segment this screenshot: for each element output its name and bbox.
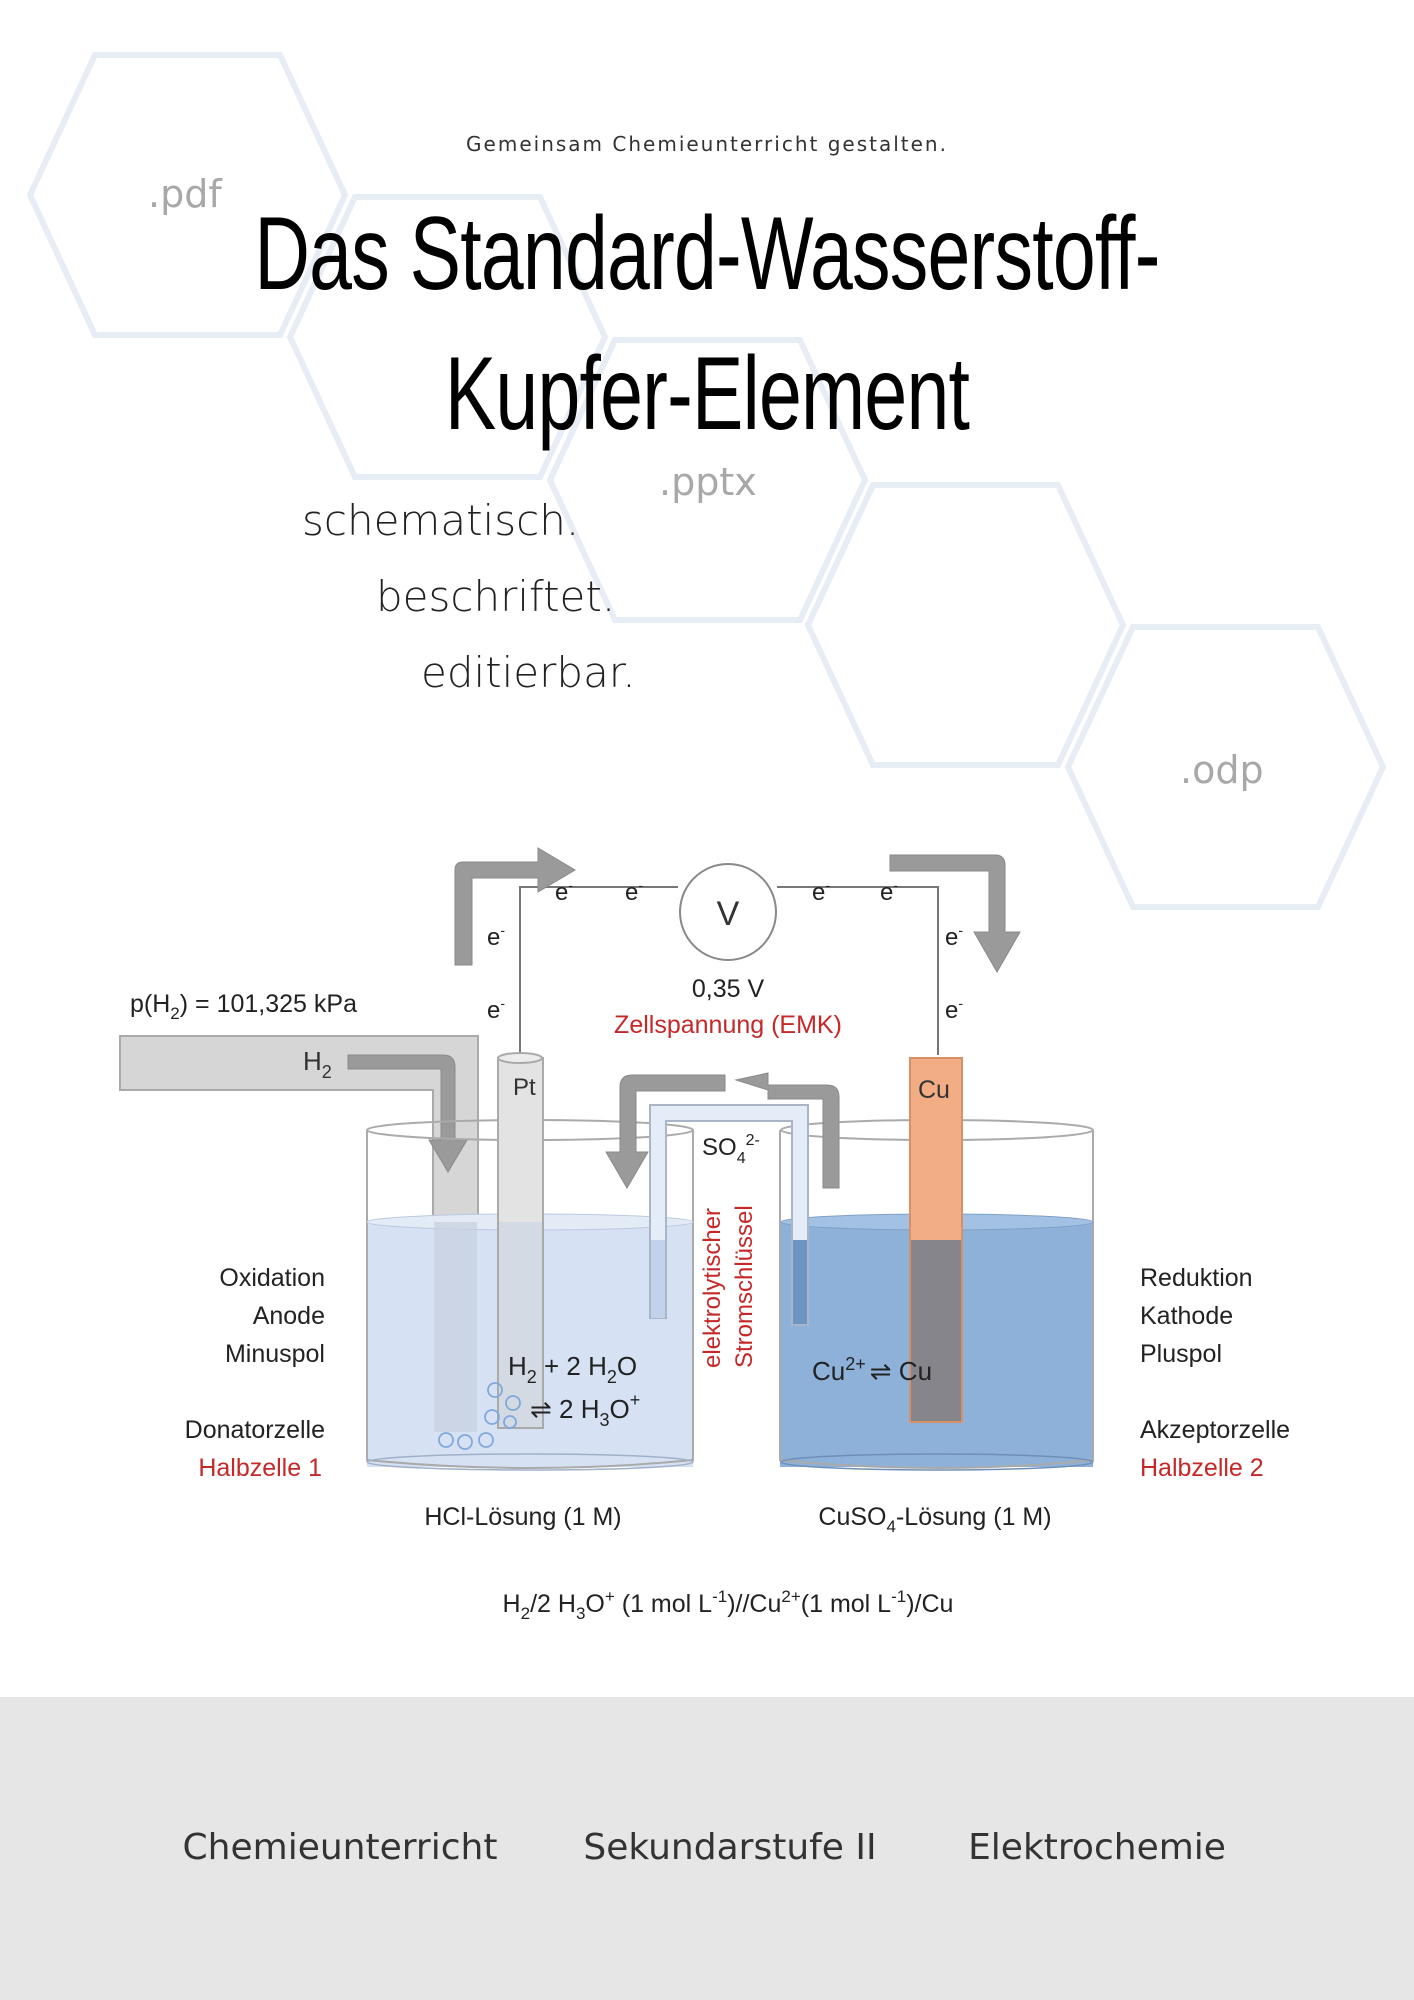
voltmeter-circle: [679, 863, 777, 961]
pipe-submerged: [434, 1222, 477, 1432]
galvanic-cell-diagram: V e- e- e- e- e- e- e- e- 0,35 V Zellspa…: [119, 847, 1290, 1623]
electron-label: e-: [880, 877, 898, 906]
right-cell-name: Halbzelle 2: [1140, 1454, 1264, 1482]
platinum-electrode-submerged: [499, 1222, 542, 1427]
salt-bridge: [649, 1104, 809, 1326]
left-prop-oxidation: Oxidation: [219, 1264, 325, 1292]
electron-label: e-: [945, 995, 963, 1024]
electron-label: e-: [625, 877, 643, 906]
platinum-label: Pt: [513, 1074, 536, 1101]
gas-bubble: [438, 1432, 454, 1448]
feature-editable: editierbar.: [421, 648, 636, 697]
left-cell-type: Donatorzelle: [185, 1416, 325, 1444]
gas-bubble: [457, 1434, 473, 1450]
salt-bridge-right-submerged: [793, 1240, 807, 1324]
right-reaction: Cu2+⇌ Cu: [812, 1354, 932, 1386]
gas-bubble: [484, 1409, 500, 1425]
gas-bubble: [503, 1415, 517, 1429]
electron-flow-arrow-up: [454, 847, 576, 966]
hexagon-shape: [26, 52, 349, 338]
footer-item-chemistry: Chemieunterricht: [182, 1827, 498, 1868]
footer-item-level: Sekundarstufe II: [583, 1827, 877, 1868]
pressure-label: p(H2) = 101,325 kPa: [130, 990, 357, 1023]
right-prop-plus: Pluspol: [1140, 1340, 1222, 1368]
left-beaker-bottom: [366, 1453, 694, 1471]
left-reaction-line1: H2 + 2 H2O: [508, 1351, 637, 1387]
hydrogen-label: H2: [303, 1046, 332, 1082]
format-pdf: .pdf: [148, 172, 222, 216]
page-title-line1: Das Standard-Wasserstoff-: [254, 196, 1160, 312]
electron-label: e-: [555, 877, 573, 906]
footer-bar: Chemieunterricht Sekundarstufe II Elektr…: [0, 1697, 1414, 2000]
sulfate-ion-label: SO42-: [702, 1132, 760, 1167]
electron-label: e-: [487, 922, 505, 951]
left-prop-minus: Minuspol: [225, 1340, 325, 1368]
electron-label: e-: [487, 995, 505, 1024]
right-beaker: [779, 1130, 1094, 1469]
wire-right: [777, 886, 939, 1055]
hexagon-shape: [286, 194, 609, 480]
voltmeter-label: V: [717, 895, 740, 933]
left-half-cell: Pt: [366, 1052, 694, 1471]
left-cell-name: Halbzelle 1: [198, 1454, 322, 1482]
hexagon-shape: [1064, 624, 1387, 910]
hydrogen-flow-arrow: [347, 1054, 468, 1173]
electron-label: e-: [945, 922, 963, 951]
ion-flow-arrow-right-up: [734, 1072, 840, 1189]
right-cell-type: Akzeptorzelle: [1140, 1416, 1290, 1444]
voltage-label: Zellspannung (EMK): [614, 1011, 842, 1039]
left-solution-label: HCl-Lösung (1 M): [424, 1503, 621, 1531]
right-solution-label: CuSO4-Lösung (1 M): [818, 1503, 1051, 1536]
feature-schematic: schematisch.: [302, 496, 580, 545]
format-odp: .odp: [1180, 748, 1264, 792]
salt-bridge-left-submerged: [651, 1240, 665, 1318]
copper-label: Cu: [918, 1076, 950, 1104]
hexagon-shape: [546, 337, 869, 623]
copper-electrode-submerged: [911, 1240, 961, 1421]
left-beaker: [366, 1130, 694, 1469]
hexagon-shape: [804, 482, 1127, 768]
gas-bubble: [478, 1432, 494, 1448]
electron-flow-arrow-down: [889, 854, 1021, 974]
ion-flow-arrow-left-down: [605, 1074, 726, 1189]
platinum-electrode-top: [497, 1052, 543, 1064]
right-half-cell: Cu: [779, 1057, 1094, 1471]
page-title-line2: Kupfer-Element: [444, 336, 970, 452]
cell-notation: H2/2 H3O+ (1 mol L-1)//Cu2+(1 mol L-1)/C…: [503, 1587, 954, 1623]
tagline: Gemeinsam Chemieunterricht gestalten.: [466, 132, 948, 156]
left-prop-anode: Anode: [253, 1302, 325, 1330]
format-pptx: .pptx: [659, 460, 757, 504]
wire-left: [519, 886, 678, 1055]
left-reaction-line2: ⇌ 2 H3O+: [530, 1390, 640, 1430]
feature-labelled: beschriftet.: [376, 572, 616, 621]
right-prop-reduction: Reduktion: [1140, 1264, 1253, 1292]
gas-bubble: [505, 1395, 521, 1411]
voltage-value: 0,35 V: [692, 975, 765, 1003]
electron-label: e-: [812, 877, 830, 906]
gas-bubble: [487, 1382, 503, 1398]
footer-item-topic: Elektrochemie: [968, 1827, 1226, 1868]
right-beaker-bottom: [780, 1453, 1094, 1471]
right-prop-cathode: Kathode: [1140, 1302, 1233, 1330]
